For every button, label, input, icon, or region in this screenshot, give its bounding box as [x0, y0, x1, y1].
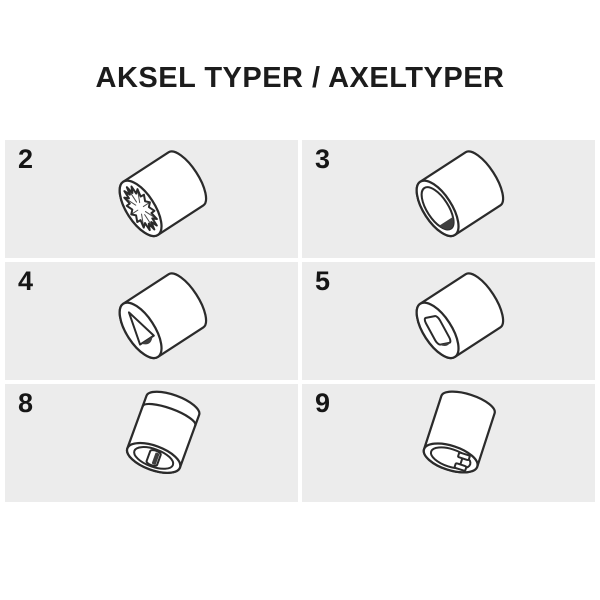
square-bore-axle-icon — [415, 272, 504, 360]
axle-type-cell-4: 4 — [5, 262, 298, 380]
axle-type-number: 2 — [18, 144, 34, 174]
round-bore-keyway-axle-icon — [415, 150, 504, 238]
axle-type-grid: 2 — [5, 140, 595, 502]
notched-round-bore-axle-icon — [422, 390, 496, 474]
axle-type-number: 5 — [315, 266, 331, 296]
axle-type-number: 8 — [18, 388, 34, 418]
axle-type-cell-8: 8 — [5, 384, 298, 502]
axle-type-cell-9: 9 — [302, 384, 595, 502]
triangle-bore-axle-icon — [118, 272, 207, 360]
axle-type-number: 4 — [18, 266, 34, 296]
splined-bore-axle-icon — [118, 150, 207, 238]
axle-type-cell-3: 3 — [302, 140, 595, 258]
axle-type-number: 9 — [315, 388, 331, 418]
axle-type-number: 3 — [315, 144, 331, 174]
page-title: AKSEL TYPER / AXELTYPER — [95, 62, 505, 94]
axle-type-cell-2: 2 — [5, 140, 298, 258]
slotted-bore-axle-icon — [125, 390, 200, 474]
axle-type-cell-5: 5 — [302, 262, 595, 380]
